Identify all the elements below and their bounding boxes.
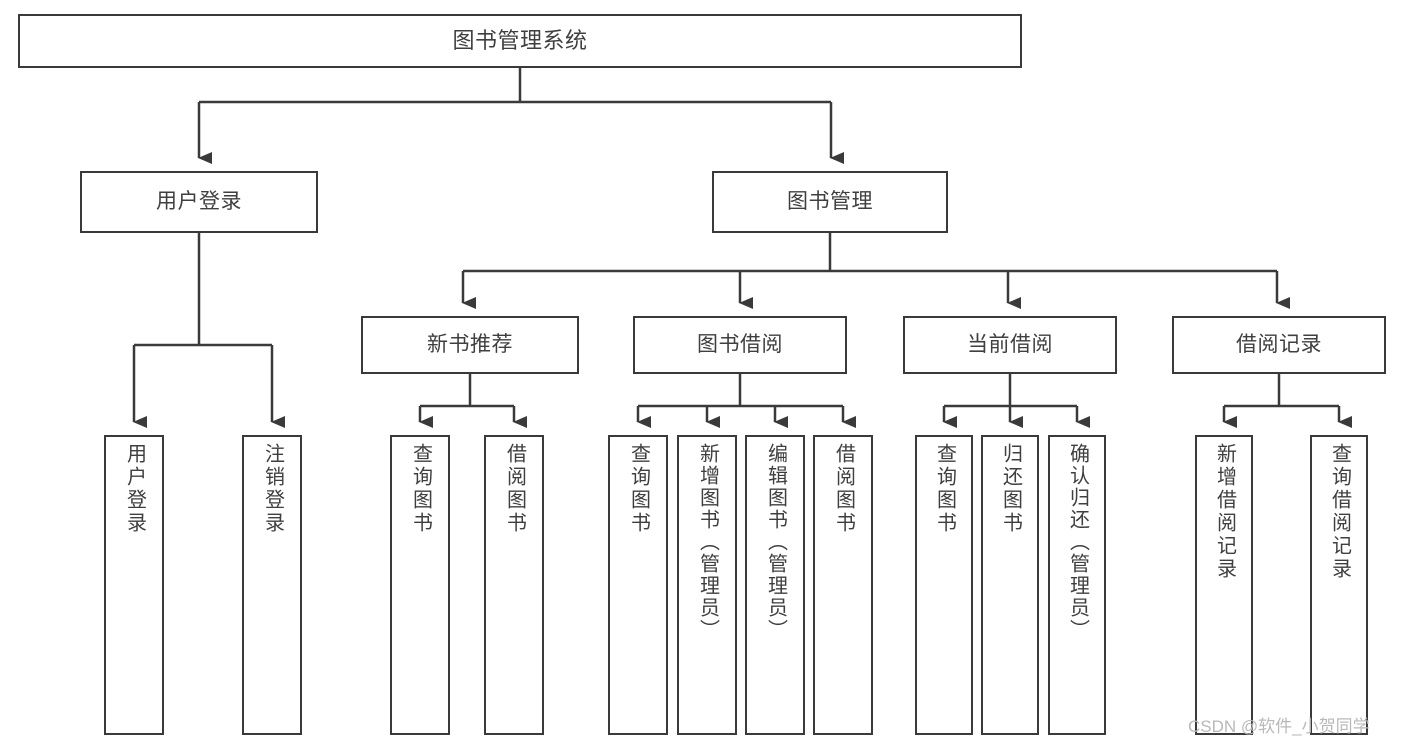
node-user-login[interactable]: 用户登录 (80, 171, 318, 233)
leaf-borrow-borrow-book[interactable]: 借阅图书 (813, 435, 873, 735)
leaf-recommend-borrow-book-label: 借阅图书 (503, 443, 526, 535)
node-new-book-recommend-label: 新书推荐 (427, 332, 513, 356)
leaf-recommend-borrow-book[interactable]: 借阅图书 (484, 435, 544, 735)
leaf-user-login-label: 用户登录 (123, 443, 146, 535)
leaf-borrow-borrow-book-label: 借阅图书 (832, 443, 855, 535)
node-root-label: 图书管理系统 (452, 28, 588, 54)
leaf-borrow-edit-book-label: 编辑图书（管理员） (764, 443, 787, 641)
leaf-current-confirm-return-label: 确认归还（管理员） (1066, 443, 1089, 641)
leaf-borrow-add-book[interactable]: 新增图书（管理员） (677, 435, 737, 735)
node-new-book-recommend[interactable]: 新书推荐 (361, 316, 579, 374)
leaf-current-return-book-label: 归还图书 (999, 443, 1022, 535)
leaf-record-query[interactable]: 查询借阅记录 (1310, 435, 1368, 735)
leaf-current-query-book-label: 查询图书 (933, 443, 956, 535)
csdn-watermark: CSDN @软件_小贺同学 (1188, 717, 1370, 736)
leaf-current-return-book[interactable]: 归还图书 (981, 435, 1039, 735)
node-current-borrow-label: 当前借阅 (967, 332, 1053, 356)
leaf-borrow-query-book-label: 查询图书 (627, 443, 650, 535)
leaf-borrow-query-book[interactable]: 查询图书 (608, 435, 668, 735)
leaf-recommend-query-book[interactable]: 查询图书 (390, 435, 450, 735)
node-book-manage[interactable]: 图书管理 (712, 171, 948, 233)
node-current-borrow[interactable]: 当前借阅 (903, 316, 1117, 374)
node-user-login-label: 用户登录 (156, 189, 242, 213)
leaf-record-add-label: 新增借阅记录 (1213, 443, 1236, 581)
leaf-record-add[interactable]: 新增借阅记录 (1195, 435, 1253, 735)
leaf-borrow-add-book-label: 新增图书（管理员） (696, 443, 719, 641)
leaf-user-login[interactable]: 用户登录 (104, 435, 164, 735)
leaf-record-query-label: 查询借阅记录 (1328, 443, 1351, 581)
node-book-borrow-label: 图书借阅 (697, 332, 783, 356)
leaf-recommend-query-book-label: 查询图书 (409, 443, 432, 535)
leaf-current-confirm-return[interactable]: 确认归还（管理员） (1048, 435, 1106, 735)
node-book-borrow[interactable]: 图书借阅 (633, 316, 847, 374)
leaf-current-query-book[interactable]: 查询图书 (915, 435, 973, 735)
leaf-borrow-edit-book[interactable]: 编辑图书（管理员） (745, 435, 805, 735)
leaf-user-logout-label: 注销登录 (261, 443, 284, 535)
node-borrow-record[interactable]: 借阅记录 (1172, 316, 1386, 374)
node-root[interactable]: 图书管理系统 (18, 14, 1022, 68)
node-book-manage-label: 图书管理 (787, 189, 873, 213)
node-borrow-record-label: 借阅记录 (1236, 332, 1322, 356)
leaf-user-logout[interactable]: 注销登录 (242, 435, 302, 735)
